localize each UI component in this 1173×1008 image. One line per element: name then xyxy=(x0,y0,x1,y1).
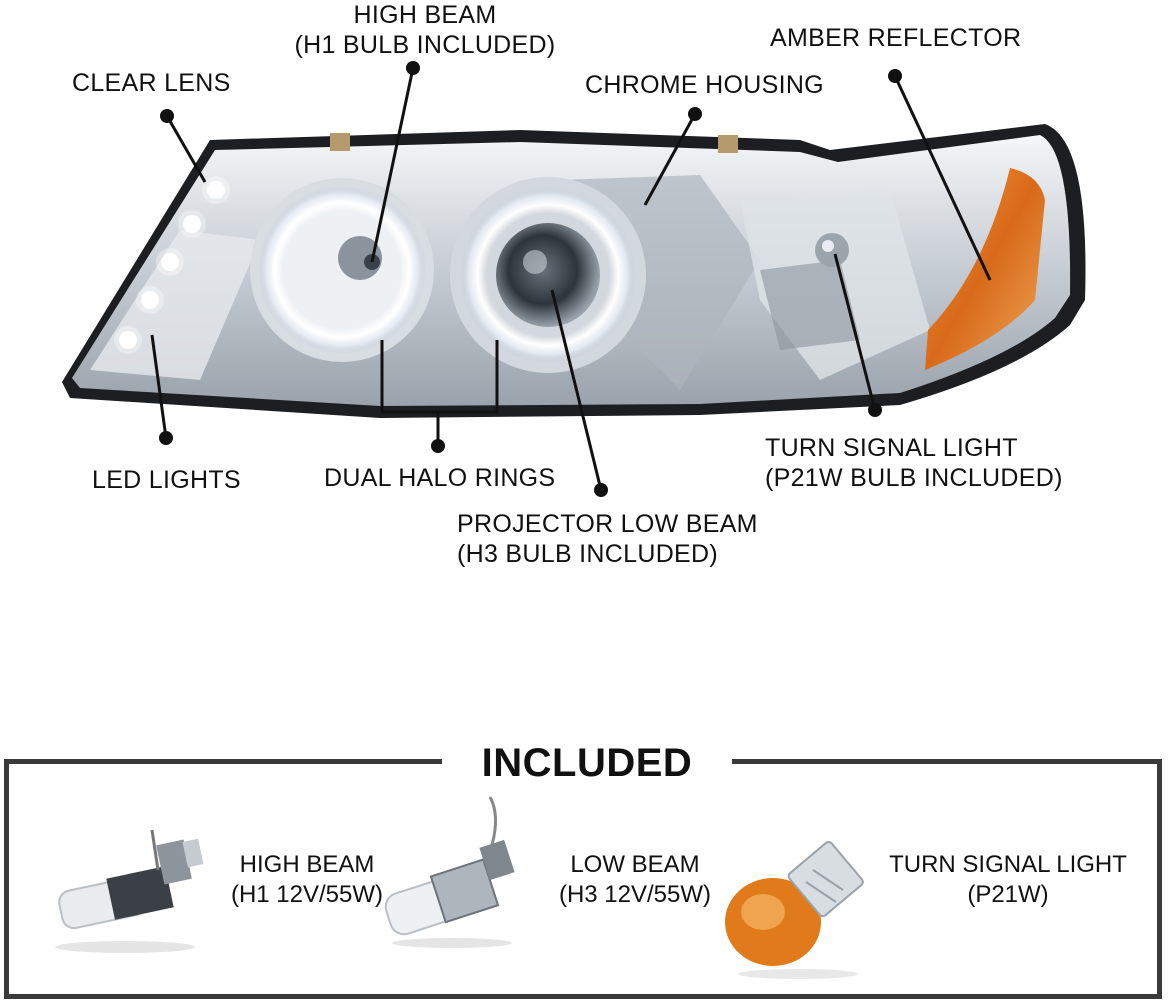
leader-led-lights xyxy=(150,334,173,445)
callout-clear-lens: CLEAR LENS xyxy=(72,69,231,97)
included-item-high-beam: HIGH BEAM (H1 12V/55W) xyxy=(222,850,392,910)
led-lights-strip xyxy=(114,176,230,354)
callout-turn-signal-line1: TURN SIGNAL LIGHT xyxy=(765,434,1018,462)
h3-bulb-icon xyxy=(384,796,515,948)
callout-turn-signal-line2: (P21W BULB INCLUDED) xyxy=(765,464,1063,492)
callout-turn-signal: TURN SIGNAL LIGHT (P21W BULB INCLUDED) xyxy=(765,433,1063,493)
callout-projector-line1: PROJECTOR LOW BEAM xyxy=(457,510,758,538)
included-item-turn-signal-line2: (P21W) xyxy=(967,881,1049,908)
callout-leaders xyxy=(150,61,992,497)
included-item-turn-signal: TURN SIGNAL LIGHT (P21W) xyxy=(878,850,1138,910)
leader-projector xyxy=(550,289,608,497)
leader-clear-lens xyxy=(160,109,207,183)
included-item-low-beam-line1: LOW BEAM xyxy=(570,851,700,878)
leader-high-beam xyxy=(370,61,420,263)
p21w-amber-bulb-icon xyxy=(725,840,864,979)
callout-dual-halo-rings: DUAL HALO RINGS xyxy=(324,464,556,492)
included-title: INCLUDED xyxy=(442,736,732,790)
included-item-high-beam-line1: HIGH BEAM xyxy=(239,851,375,878)
callout-high-beam-line2: (H1 BULB INCLUDED) xyxy=(294,31,556,59)
leader-chrome-housing xyxy=(643,107,702,206)
headlight-illustration xyxy=(62,124,1086,418)
callout-high-beam: HIGH BEAM (H1 BULB INCLUDED) xyxy=(290,0,560,60)
callout-projector-line2: (H3 BULB INCLUDED) xyxy=(457,540,719,568)
leader-amber-reflector xyxy=(888,69,992,281)
callout-amber-reflector: AMBER REFLECTOR xyxy=(770,24,1022,52)
included-item-turn-signal-line1: TURN SIGNAL LIGHT xyxy=(889,851,1127,878)
included-item-high-beam-line2: (H1 12V/55W) xyxy=(230,881,384,908)
h1-bulb-icon xyxy=(55,829,204,953)
included-item-low-beam: LOW BEAM (H3 12V/55W) xyxy=(550,850,720,910)
leader-dual-halo xyxy=(380,340,499,453)
leader-turn-signal xyxy=(833,253,882,417)
callout-high-beam-line1: HIGH BEAM xyxy=(353,1,497,29)
callout-led-lights: LED LIGHTS xyxy=(92,466,241,494)
callout-projector-low-beam: PROJECTOR LOW BEAM (H3 BULB INCLUDED) xyxy=(457,509,758,569)
callout-chrome-housing: CHROME HOUSING xyxy=(585,71,824,99)
included-item-low-beam-line2: (H3 12V/55W) xyxy=(558,881,712,908)
